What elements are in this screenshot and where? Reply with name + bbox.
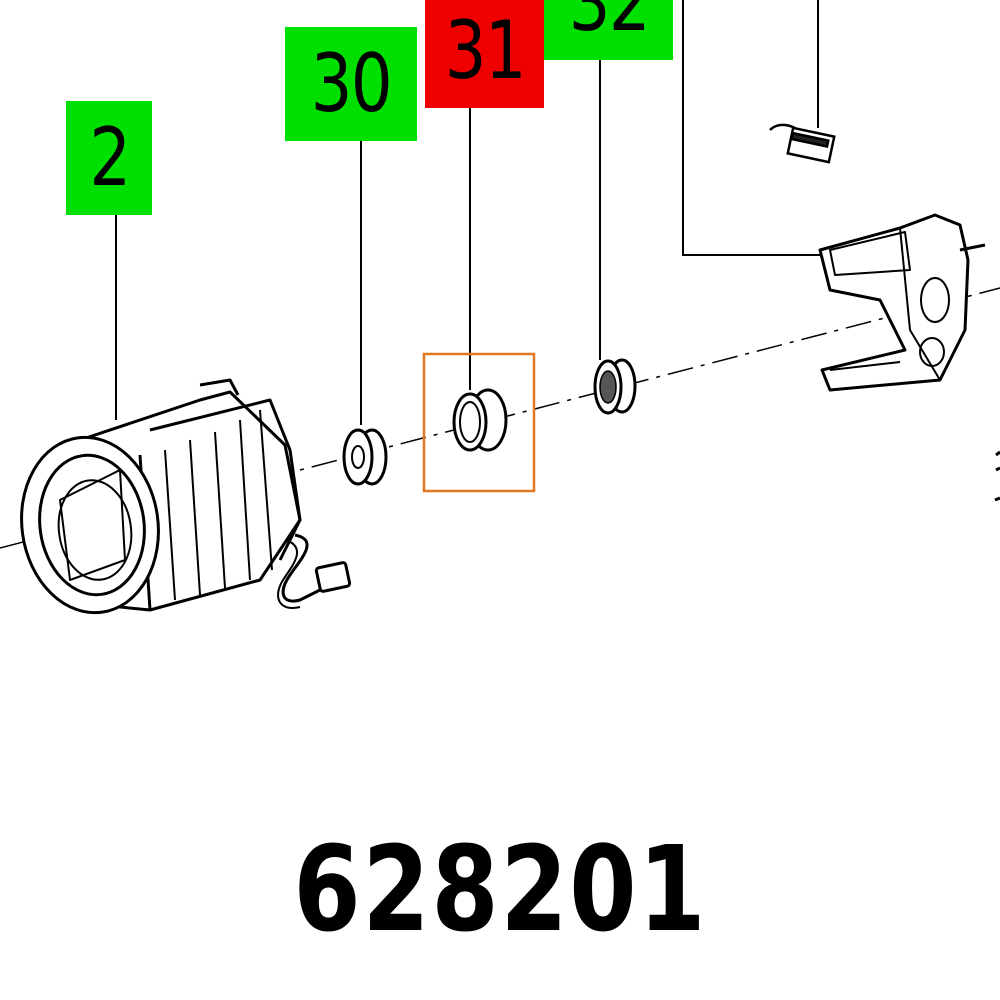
edge-fragment-drawing [994, 450, 1000, 502]
highlight-frame-31 [422, 352, 536, 493]
callout-2[interactable]: 2 [66, 101, 152, 215]
bearing-32-part-drawing [593, 358, 637, 415]
callout-32[interactable]: 32 [544, 0, 673, 60]
bearing-part-drawing [342, 428, 388, 486]
callout-30-label: 30 [310, 37, 393, 130]
callout-32-label: 32 [568, 0, 650, 49]
leader-line-housing [682, 0, 830, 256]
callout-2-label: 2 [88, 111, 131, 204]
callout-30[interactable]: 30 [285, 27, 417, 141]
stator-part-drawing [20, 378, 352, 615]
callout-31[interactable]: 31 [425, 0, 544, 108]
ring-part-drawing [452, 388, 508, 452]
part-number: 628201 [293, 820, 707, 958]
callout-31-label: 31 [444, 4, 526, 97]
brush-holder-drawing [818, 213, 986, 392]
carbon-brush-drawing [769, 123, 836, 164]
